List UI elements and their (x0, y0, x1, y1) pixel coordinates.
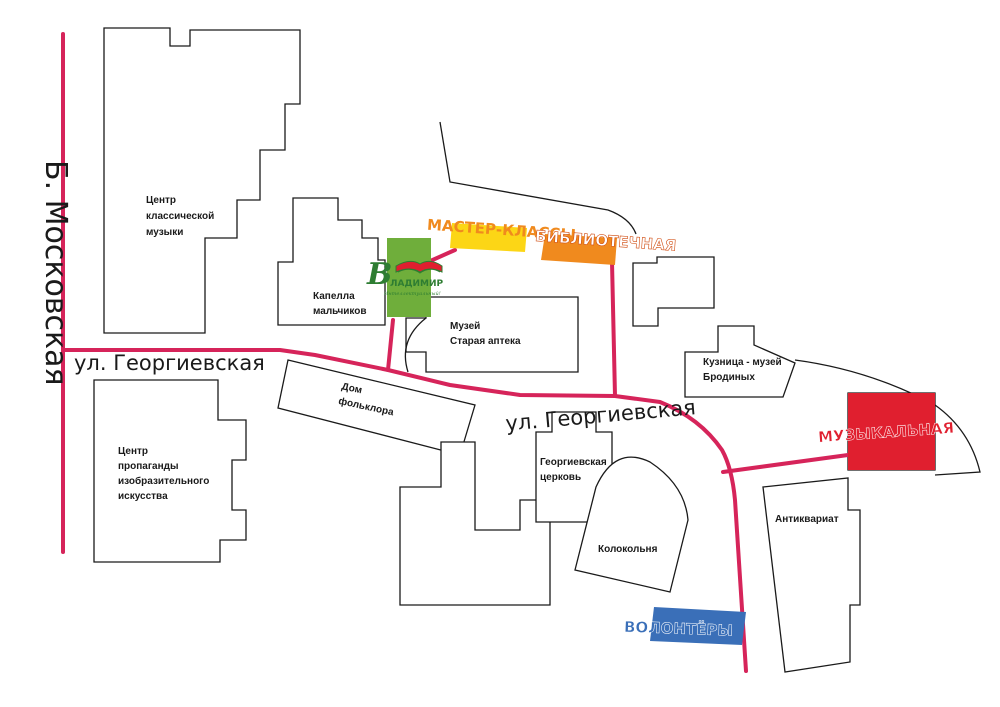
building-art-propaganda[interactable] (93, 379, 247, 563)
path-to-music (721, 453, 850, 474)
venue-library[interactable]: БИБЛИОТЕЧНАЯ (534, 227, 677, 265)
music-block (848, 393, 935, 470)
path-to-logo (386, 318, 395, 372)
street-label-georgievskaya-west: ул. Георгиевская (74, 351, 265, 375)
label-classical-music: Центр классической музыки (146, 195, 217, 238)
logo-block (387, 238, 431, 317)
open-book-icon (395, 260, 443, 274)
label-georgievskaya-church: Георгиевская церковь (540, 457, 609, 483)
building-georgievskaya-church[interactable] (535, 411, 613, 523)
volunteers-label: ВОЛОНТЁРЫ (624, 617, 734, 640)
logo-name: ЛАДИМИР (390, 279, 443, 289)
building-smithy-museum[interactable] (684, 325, 796, 398)
logo-tagline: Интеллектуальный! (383, 291, 441, 297)
street-label-moskovskaya: Б. Московская (38, 160, 73, 386)
label-art-propaganda: Центр пропаганды изобразительного искусс… (118, 446, 212, 502)
boundary-line-pharmacy (404, 317, 427, 373)
volunteers-block (650, 607, 746, 645)
library-block (541, 234, 617, 265)
building-antiques[interactable] (762, 477, 861, 673)
building-classical-music[interactable] (103, 27, 301, 334)
logo-initial: В (366, 257, 392, 292)
building-bell-tower[interactable] (574, 456, 689, 593)
boundary-line-north (439, 121, 637, 235)
label-boys-chapel: Капелла мальчиков (313, 291, 367, 317)
building-old-pharmacy[interactable] (405, 296, 579, 373)
masterclass-block (450, 223, 527, 252)
building-boys-chapel[interactable] (277, 197, 386, 326)
label-old-pharmacy: Музей Старая аптека (450, 321, 521, 347)
building-east-small (632, 256, 715, 327)
building-center-block (399, 441, 551, 606)
road-georgievskaya (61, 348, 748, 673)
street-label-georgievskaya-east-a: ул. Георгиевская (505, 395, 697, 436)
path-to-library (610, 260, 617, 398)
venue-logo[interactable]: В ЛАДИМИР Интеллектуальный! (366, 238, 443, 317)
label-antiques: Антиквариат (775, 514, 839, 525)
venue-volunteers[interactable]: ВОЛОНТЁРЫ (623, 607, 746, 645)
label-smithy-museum: Кузница - музей Бродиных (703, 357, 784, 383)
venue-music[interactable]: МУЗЫКАЛЬНАЯ (817, 393, 955, 470)
label-bell-tower: Колокольня (598, 544, 658, 555)
